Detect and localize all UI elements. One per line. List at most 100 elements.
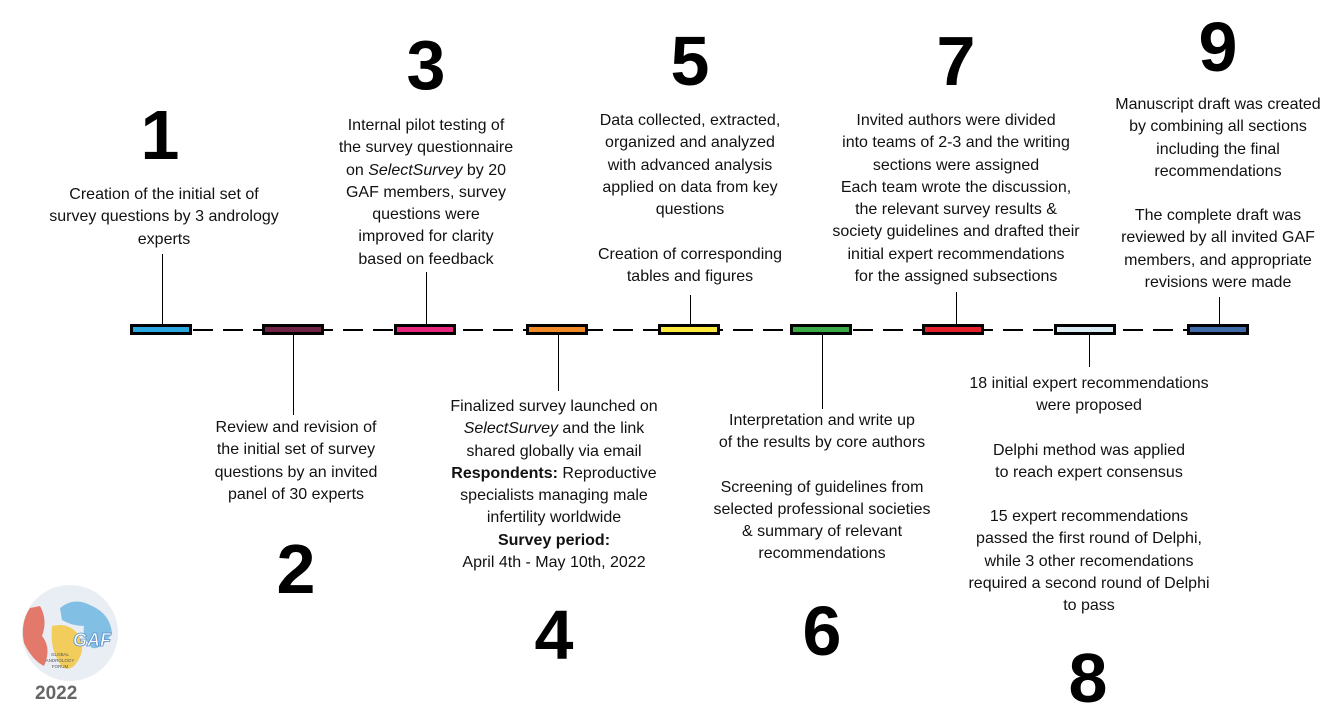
logo-title-line: GLOBAL xyxy=(51,652,70,657)
step-8-line: passed the first round of Delphi, xyxy=(976,530,1202,548)
step-4-line: infertility worldwide xyxy=(486,509,622,527)
step-9-description: Manuscript draft was created by combinin… xyxy=(1098,94,1338,294)
step-4-text: and the link xyxy=(557,420,645,438)
step-9-line: recommendations xyxy=(1154,162,1282,180)
step-8-line: to pass xyxy=(1063,597,1115,615)
step-5-description-2: Creation of corresponding tables and fig… xyxy=(572,244,808,289)
step-4-text: Reproductive xyxy=(557,464,657,482)
step-8-line: were proposed xyxy=(1036,397,1142,415)
step-4-line: Finalized survey launched on xyxy=(450,398,658,415)
step-7-line: the relevant survey results & xyxy=(855,201,1057,219)
step-3-line: on SelectSurvey by 20 xyxy=(310,160,542,182)
step-6-marker xyxy=(790,324,852,335)
step-6-line: selected professional societies xyxy=(713,500,931,518)
step-8-connector xyxy=(1089,335,1090,367)
step-7-line: initial expert recommendations xyxy=(847,245,1065,263)
step-6-description: Interpretation and write up of the resul… xyxy=(690,410,954,566)
step-8-marker xyxy=(1054,324,1116,335)
step-2-marker xyxy=(262,324,324,335)
step-9-line: including the final xyxy=(1156,140,1280,158)
step-3-connector xyxy=(426,272,427,324)
step-4-line: SelectSurvey and the link xyxy=(420,418,688,440)
step-7-line: Each team wrote the discussion, xyxy=(840,178,1072,196)
step-3-marker xyxy=(394,324,456,335)
step-8-line: to reach expert consensus xyxy=(995,463,1183,481)
logo-title-line: ANDROLOGY xyxy=(46,658,75,663)
step-2-line: the initial set of survey xyxy=(216,441,376,459)
step-8-description: 18 initial expert recommendations were p… xyxy=(936,373,1242,618)
step-4-marker xyxy=(526,324,588,335)
step-3-tool-name: SelectSurvey xyxy=(368,161,463,179)
step-5-line: Data collected, extracted, xyxy=(599,112,781,129)
step-5-number: 5 xyxy=(670,22,710,100)
step-4-tool-name: SelectSurvey xyxy=(463,420,558,438)
gaf-logo: GAF GLOBAL ANDROLOGY FORUM xyxy=(22,585,118,681)
step-5-line: tables and figures xyxy=(626,268,754,286)
step-8-line: while 3 other recomendations xyxy=(984,552,1194,570)
step-9-marker xyxy=(1187,324,1249,335)
step-8-line: 18 initial expert recommendations xyxy=(969,375,1209,392)
step-1-marker xyxy=(130,324,192,335)
step-9-number: 9 xyxy=(1198,8,1238,86)
step-6-line: Screening of guidelines from xyxy=(720,478,924,496)
step-7-description: Invited authors were divided into teams … xyxy=(806,110,1106,288)
step-4-description: Finalized survey launched on SelectSurve… xyxy=(420,396,688,574)
step-7-line: society guidelines and drafted their xyxy=(832,223,1080,241)
step-3-line: based on feedback xyxy=(358,250,494,268)
step-5-line: applied on data from key xyxy=(602,178,778,196)
step-5-line: Creation of corresponding xyxy=(597,246,783,263)
survey-period-value: April 4th - May 10th, 2022 xyxy=(462,554,646,572)
step-3-text: by 20 xyxy=(462,161,507,179)
step-7-line: for the assigned subsections xyxy=(854,268,1058,286)
respondents-label: Respondents: xyxy=(451,464,558,482)
step-8-line: 15 expert recommendations xyxy=(989,508,1189,526)
step-1-line: experts xyxy=(137,230,191,248)
step-9-connector xyxy=(1219,297,1220,324)
step-7-connector xyxy=(956,292,957,324)
step-7-line: sections were assigned xyxy=(872,156,1040,174)
step-2-number: 2 xyxy=(276,530,316,608)
step-8-number: 8 xyxy=(1068,639,1108,717)
step-6-line: recommendations xyxy=(758,545,886,563)
step-1-line: survey questions by 3 andrology xyxy=(49,208,279,226)
step-6-number: 6 xyxy=(802,592,842,670)
step-5-description: Data collected, extracted, organized and… xyxy=(572,110,808,221)
step-2-description: Review and revision of the initial set o… xyxy=(176,417,416,506)
step-3-text: on xyxy=(345,161,369,179)
step-4-line: Respondents: Reproductive xyxy=(420,463,688,485)
step-7-line: Invited authors were divided xyxy=(856,112,1056,129)
step-3-line: the survey questionnaire xyxy=(338,139,514,157)
step-6-line: Interpretation and write up xyxy=(729,412,915,429)
step-1-connector xyxy=(162,254,163,324)
step-9-line: by combining all sections xyxy=(1129,118,1307,136)
step-5-marker xyxy=(658,324,720,335)
step-5-connector xyxy=(690,295,691,324)
step-6-connector xyxy=(822,335,823,409)
logo-title-line: FORUM xyxy=(52,664,69,669)
step-3-number: 3 xyxy=(406,26,446,104)
step-2-line: Review and revision of xyxy=(215,419,377,436)
step-3-description: Internal pilot testing of the survey que… xyxy=(310,115,542,271)
step-9-line: reviewed by all invited GAF xyxy=(1121,229,1315,247)
step-7-marker xyxy=(922,324,984,335)
step-8-line: required a second round of Delphi xyxy=(968,575,1210,593)
step-1-description: Creation of the initial set of survey qu… xyxy=(22,184,306,251)
step-9-line: revisions were made xyxy=(1144,274,1292,292)
step-3-line: improved for clarity xyxy=(358,228,494,246)
step-7-number: 7 xyxy=(936,22,976,100)
step-4-connector xyxy=(558,335,559,391)
step-4-line: specialists managing male xyxy=(460,487,648,505)
logo-abbr: GAF xyxy=(73,630,112,650)
step-2-line: questions by an invited xyxy=(214,463,378,481)
step-5-line: organized and analyzed xyxy=(605,134,775,152)
survey-period-label: Survey period: xyxy=(497,531,611,549)
step-3-line: Internal pilot testing of xyxy=(347,117,505,134)
step-5-line: questions xyxy=(655,201,725,219)
step-8-line: Delphi method was applied xyxy=(992,441,1186,459)
step-1-line: Creation of the initial set of xyxy=(69,186,259,203)
logo-year: 2022 xyxy=(35,683,78,704)
step-6-line: & summary of relevant xyxy=(741,523,903,541)
step-1-number: 1 xyxy=(140,96,180,174)
step-7-line: into teams of 2-3 and the writing xyxy=(842,134,1070,152)
